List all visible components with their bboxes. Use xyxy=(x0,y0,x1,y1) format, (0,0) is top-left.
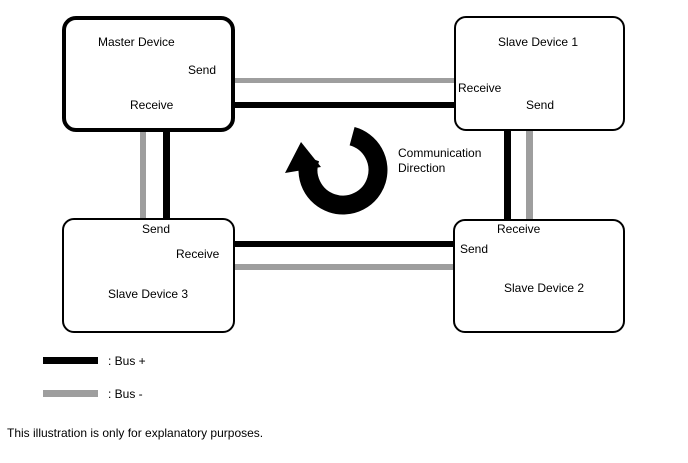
left-bus-minus-line xyxy=(140,128,146,222)
legend-bus-plus-swatch xyxy=(43,357,98,364)
master-send-label: Send xyxy=(188,63,217,77)
slave-3-send-label: Send xyxy=(142,222,171,236)
slave-2-send-label: Send xyxy=(460,242,489,256)
right-bus-minus-line xyxy=(526,127,533,223)
legend-bus-minus-swatch xyxy=(43,390,98,397)
slave-device-2-title: Slave Device 2 xyxy=(504,281,585,295)
right-bus-plus-line xyxy=(504,127,511,223)
communication-direction-line2: Direction xyxy=(398,161,446,175)
rotation-arrow-icon xyxy=(285,127,388,215)
slave-1-receive-label: Receive xyxy=(458,81,502,95)
slave-1-send-label: Send xyxy=(526,98,555,112)
slave-3-receive-label: Receive xyxy=(176,247,220,261)
communication-direction-label: Communication Direction xyxy=(398,146,481,176)
master-receive-label: Receive xyxy=(130,98,174,112)
bottom-bus-plus-line xyxy=(233,241,455,247)
slave-device-3-title: Slave Device 3 xyxy=(108,287,189,301)
slave-device-1-box xyxy=(454,16,625,131)
master-device-title: Master Device xyxy=(98,35,175,49)
master-device-box xyxy=(62,16,235,132)
communication-direction-line1: Communication xyxy=(398,146,482,160)
bottom-bus-minus-line xyxy=(233,264,455,270)
slave-device-3-box xyxy=(62,218,235,333)
legend-bus-plus-label: : Bus + xyxy=(108,354,146,368)
legend-bus-minus-label: : Bus - xyxy=(108,387,143,401)
footer-note: This illustration is only for explanator… xyxy=(7,426,264,440)
slave-2-receive-label: Receive xyxy=(497,222,541,236)
top-bus-plus-line xyxy=(233,102,456,108)
left-bus-plus-line xyxy=(163,128,170,222)
top-bus-minus-line xyxy=(233,78,456,83)
slave-device-1-title: Slave Device 1 xyxy=(498,35,579,49)
slave-device-2-box xyxy=(453,219,625,333)
